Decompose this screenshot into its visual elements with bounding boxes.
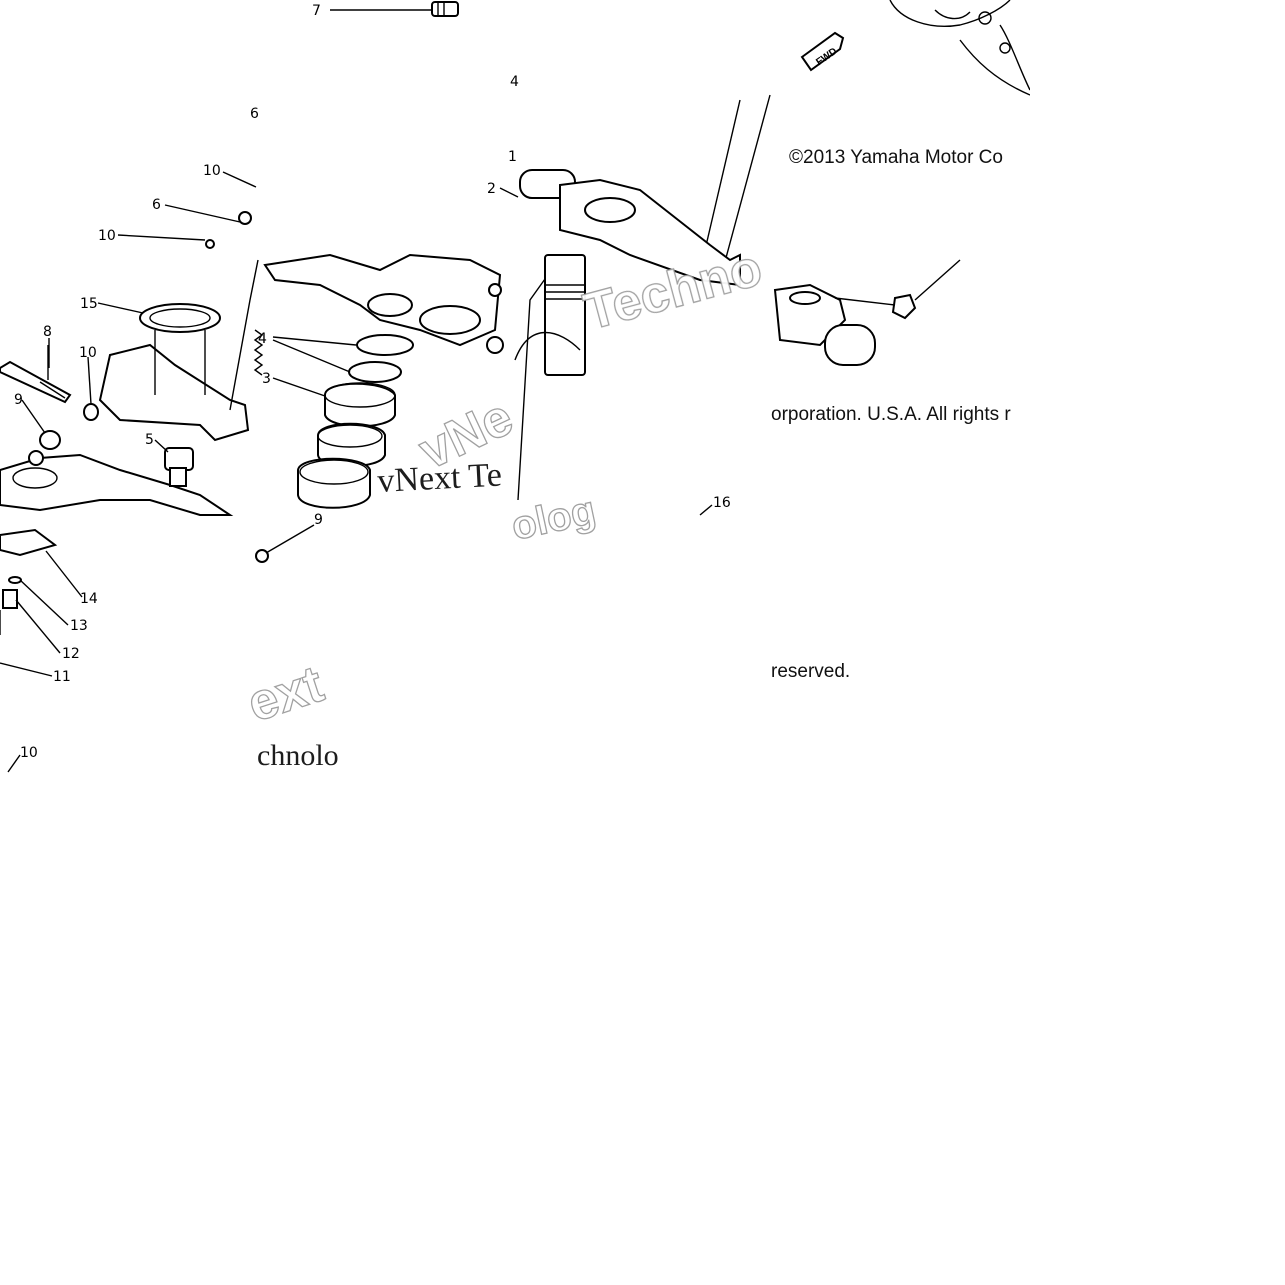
callout-10-b: 10 — [98, 228, 116, 244]
handlebar-holder — [519, 169, 741, 287]
bolt-12 — [0, 576, 22, 635]
watermark-c: ext — [241, 655, 330, 733]
bearing-lower — [297, 422, 386, 509]
callout-12: 12 — [62, 646, 80, 662]
leader-lines — [0, 171, 713, 773]
copyright: ©2013 Yamaha Motor Co orporation. U.S.A.… — [771, 147, 1011, 682]
spring-pin — [253, 329, 264, 376]
copyright-line-1: ©2013 Yamaha Motor Co — [789, 147, 1003, 168]
callout-6: 6 — [152, 197, 161, 213]
watermark-f: olog — [508, 488, 600, 549]
bolt-7 — [330, 1, 459, 17]
frame-fragment — [889, 0, 1031, 96]
callout-5: 5 — [145, 432, 154, 448]
callout-10-d: 10 — [20, 745, 38, 761]
axle-fragment — [773, 283, 876, 366]
nut-9-left — [28, 430, 61, 466]
callout-labels: 7 6 10 6 10 15 8 10 9 5 4 3 9 1 2 14 13 … — [14, 3, 731, 761]
callout-4-top: 4 — [510, 74, 519, 90]
callout-1: 1 — [508, 149, 517, 165]
callout-16: 16 — [713, 495, 731, 511]
bolt-8 — [0, 345, 72, 404]
nut-16 — [834, 259, 961, 320]
callout-14: 14 — [80, 591, 98, 607]
callout-10-a: 10 — [203, 163, 221, 179]
copyright-line-3: reserved. — [771, 661, 850, 682]
callout-15: 15 — [80, 296, 98, 312]
callout-10-c: 10 — [79, 345, 97, 361]
callout-3: 3 — [262, 371, 271, 387]
callout-2: 2 — [487, 181, 496, 197]
callout-9-a: 9 — [14, 392, 23, 408]
fwd-arrow-icon: FWD — [800, 31, 845, 72]
upper-bracket-mid — [263, 253, 504, 354]
callout-9-b: 9 — [314, 512, 323, 528]
callout-6-top: 6 — [250, 106, 259, 122]
callout-13: 13 — [70, 618, 88, 634]
plate-14 — [0, 528, 58, 557]
callout-8: 8 — [43, 324, 52, 340]
copyright-line-2: orporation. U.S.A. All rights r — [771, 404, 1011, 425]
watermark-d: chnolo — [257, 739, 339, 772]
lower-bracket — [0, 259, 259, 516]
callout-11: 11 — [53, 669, 71, 685]
callout-7: 7 — [312, 3, 321, 19]
steering-stem — [514, 94, 771, 501]
washer-10 — [83, 403, 99, 421]
bearing-race-4 — [348, 334, 414, 383]
bearing-3 — [324, 382, 396, 428]
callout-4: 4 — [258, 331, 267, 347]
watermark-b: vNext Te — [376, 457, 502, 500]
bolt-5 — [164, 447, 194, 487]
